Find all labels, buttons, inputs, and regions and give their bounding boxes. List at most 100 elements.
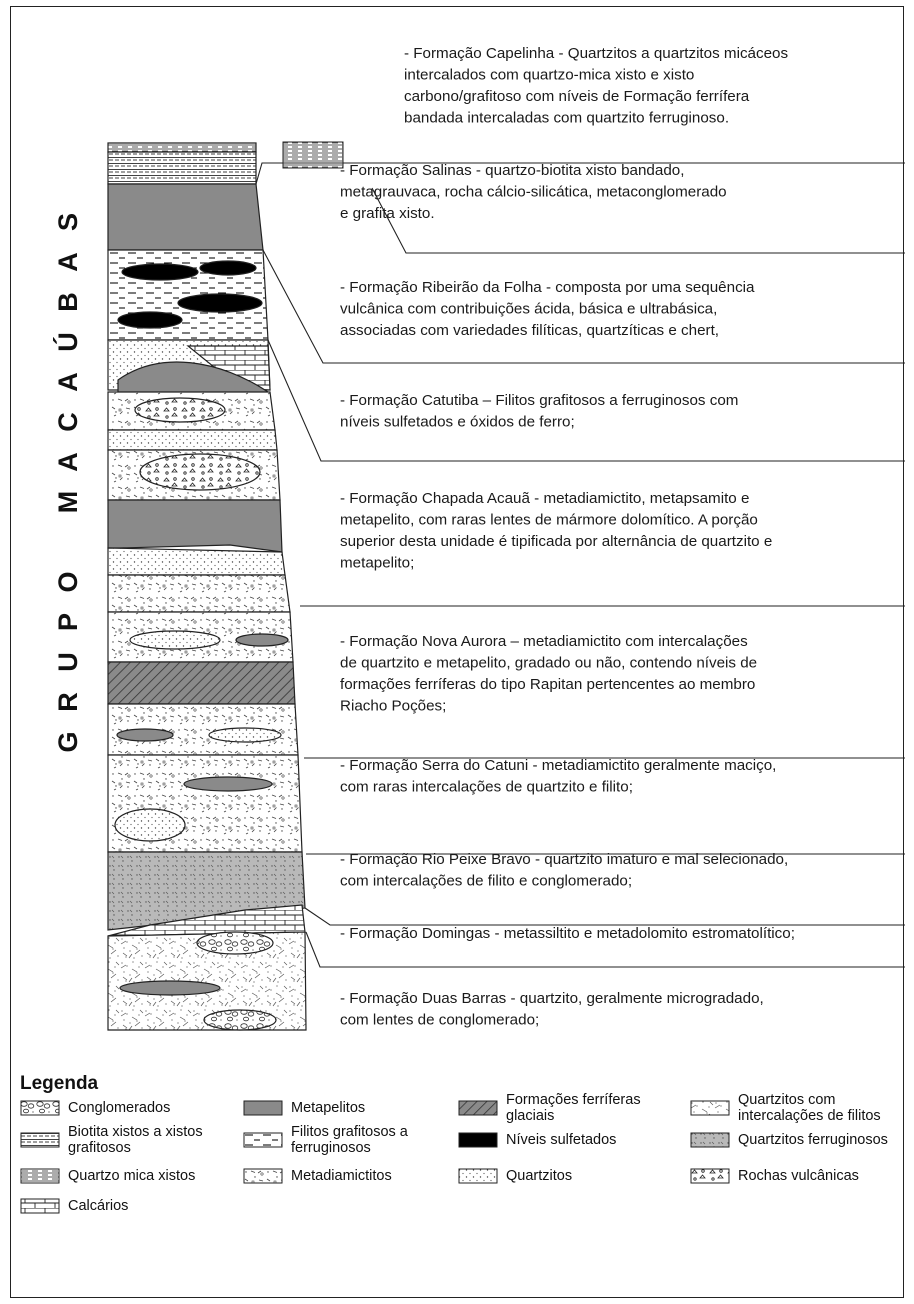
layer-domingas: [107, 904, 306, 937]
sulfide-lens-4: [117, 311, 183, 329]
quartzite-lens-3: [114, 808, 186, 842]
salinas-sample-box: [282, 141, 344, 169]
legend-label: Quartzitos: [506, 1168, 573, 1184]
legend-swatch: [458, 1168, 498, 1184]
quartzite-lens-1: [129, 630, 221, 650]
group-name-letter: Ú: [52, 332, 83, 352]
formation-description-line: metagrauvaca, rocha cálcio-silicática, m…: [340, 184, 727, 201]
legend-item: Quartzitos ferruginosos: [690, 1123, 888, 1157]
legend-label: Metapelitos: [291, 1100, 366, 1116]
conglomerate-lens-1: [196, 931, 274, 955]
layer-chapada-metapelite: [107, 499, 283, 553]
legend-swatch: [458, 1132, 498, 1148]
legend-item: Conglomerados: [20, 1091, 170, 1125]
legend-swatch: [20, 1132, 60, 1148]
legend-label: Quartzitos ferruginosos: [738, 1132, 888, 1148]
legend-swatch: [690, 1132, 730, 1148]
formation-description: - Formação Nova Aurora – metadiamictito …: [340, 633, 757, 715]
metapelite-lens-2: [116, 728, 174, 742]
formation-description-line: metapelito;: [340, 555, 414, 572]
formation-description-line: com intercalações de filito e conglomera…: [340, 873, 632, 890]
legend-item: Filitos grafitosos a ferruginosos: [243, 1123, 441, 1157]
formation-description-line: vulcânica com contribuições ácida, básic…: [340, 301, 717, 318]
formation-description-line: Riacho Poções;: [340, 698, 446, 715]
formation-description: - Formação Salinas - quartzo-biotita xis…: [340, 162, 727, 222]
figure-frame: [10, 6, 904, 1298]
metapelite-lens-1: [235, 633, 289, 647]
legend-item: Quartzitos: [458, 1159, 572, 1193]
group-name-letter: S: [53, 213, 83, 231]
legend-swatch: [20, 1168, 60, 1184]
volcanic-lens-1: [134, 397, 226, 423]
layer-nova-aurora-ferrifera: [107, 661, 296, 705]
legend-label: Rochas vulcânicas: [738, 1168, 859, 1184]
legend-item: Biotita xistos a xistos grafitosos: [20, 1123, 218, 1157]
formation-description: - Formação Catutiba – Filitos grafitosos…: [340, 392, 738, 431]
legend-label: Calcários: [68, 1198, 129, 1214]
formation-description-line: - Formação Catutiba – Filitos grafitosos…: [340, 392, 738, 409]
legend-item: Quartzo mica xistos: [20, 1159, 195, 1193]
legend-item: Metadiamictitos: [243, 1159, 392, 1193]
sulfide-lens-2: [199, 260, 257, 276]
formation-description-line: formações ferríferas do tipo Rapitan per…: [340, 676, 755, 693]
formation-description-line: e grafita xisto.: [340, 205, 435, 222]
formation-description-line: superior desta unidade é tipificada por …: [340, 533, 772, 550]
legend-swatch: [20, 1100, 60, 1116]
group-name-letter: O: [53, 571, 83, 592]
group-name-letter: A: [53, 252, 83, 272]
legend-label: Filitos grafitosos a ferruginosos: [291, 1124, 408, 1156]
volcanic-lens-2: [139, 453, 261, 491]
sulfide-lens-3: [177, 293, 263, 313]
formation-description-line: - Formação Domingas - metassiltito e met…: [340, 925, 795, 942]
legend-label: Conglomerados: [68, 1100, 171, 1116]
layer-chapada-5: [107, 574, 291, 613]
layer-capelinha-lower: [107, 151, 257, 185]
legend-label: Biotita xistos a xistos grafitosos: [68, 1124, 203, 1156]
formation-description-line: com lentes de conglomerado;: [340, 1012, 539, 1029]
formation-description-line: - Formação Capelinha - Quartzitos a quar…: [404, 45, 788, 62]
layer-chapada-4: [107, 547, 286, 576]
quartzite-lens-2: [208, 727, 282, 743]
group-name-letter: B: [53, 292, 83, 312]
legend-label: Formações ferríferas glaciais: [506, 1092, 641, 1124]
legend-item: Calcários: [20, 1189, 128, 1223]
formation-description: - Formação Duas Barras - quartzito, gera…: [340, 990, 764, 1029]
legend-label: Metadiamictitos: [291, 1168, 392, 1184]
leader-lines: [255, 162, 905, 968]
formation-description-line: - Formação Duas Barras - quartzito, gera…: [340, 990, 764, 1007]
group-name-letter: A: [53, 452, 83, 472]
legend-item: Níveis sulfetados: [458, 1123, 616, 1157]
formation-description-line: intercalados com quartzo-mica xisto e xi…: [404, 67, 694, 84]
legend-label: Níveis sulfetados: [506, 1132, 617, 1148]
formation-description-line: de quartzito e metapelito, gradado ou nã…: [340, 655, 757, 672]
legend-swatch: [243, 1100, 283, 1116]
formation-description: - Formação Serra do Catuni - metadiamict…: [340, 757, 776, 796]
legend-item: Quartzitos com intercalações de filitos: [690, 1091, 908, 1125]
group-name-letter: P: [53, 613, 83, 631]
formation-description-line: metapelito, com raras lentes de mármore …: [340, 512, 758, 529]
layer-capelinha: [107, 142, 257, 153]
metapelite-lens-4: [119, 980, 221, 996]
formation-description-line: - Formação Salinas - quartzo-biotita xis…: [340, 162, 684, 179]
legend-swatch: [458, 1100, 498, 1116]
formation-description-line: bandada intercaladas com quartzito ferru…: [404, 110, 729, 127]
legend-swatch: [690, 1168, 730, 1184]
formation-description: - Formação Ribeirão da Folha - composta …: [340, 279, 755, 339]
formation-description-line: - Formação Ribeirão da Folha - composta …: [340, 279, 755, 296]
layer-salinas-metapelite: [107, 183, 264, 251]
group-name-letter: A: [53, 372, 83, 392]
formation-description-line: - Formação Serra do Catuni - metadiamict…: [340, 757, 776, 774]
sulfide-lens-1: [121, 263, 199, 281]
group-name-letter: G: [53, 731, 83, 752]
formation-description-line: - Formação Rio Peixe Bravo - quartzito i…: [340, 851, 788, 868]
legend-item: Metapelitos: [243, 1091, 365, 1125]
formation-description-line: carbono/grafitoso com níveis de Formação…: [404, 88, 750, 105]
formation-descriptions: - Formação Capelinha - Quartzitos a quar…: [340, 45, 795, 1029]
group-name-letter: U: [53, 652, 83, 672]
legend-label: Quartzo mica xistos: [68, 1168, 196, 1184]
group-name-letter: M: [53, 491, 83, 514]
legend-item: Rochas vulcânicas: [690, 1159, 859, 1193]
legend-label: Quartzitos com intercalações de filitos: [738, 1092, 881, 1124]
